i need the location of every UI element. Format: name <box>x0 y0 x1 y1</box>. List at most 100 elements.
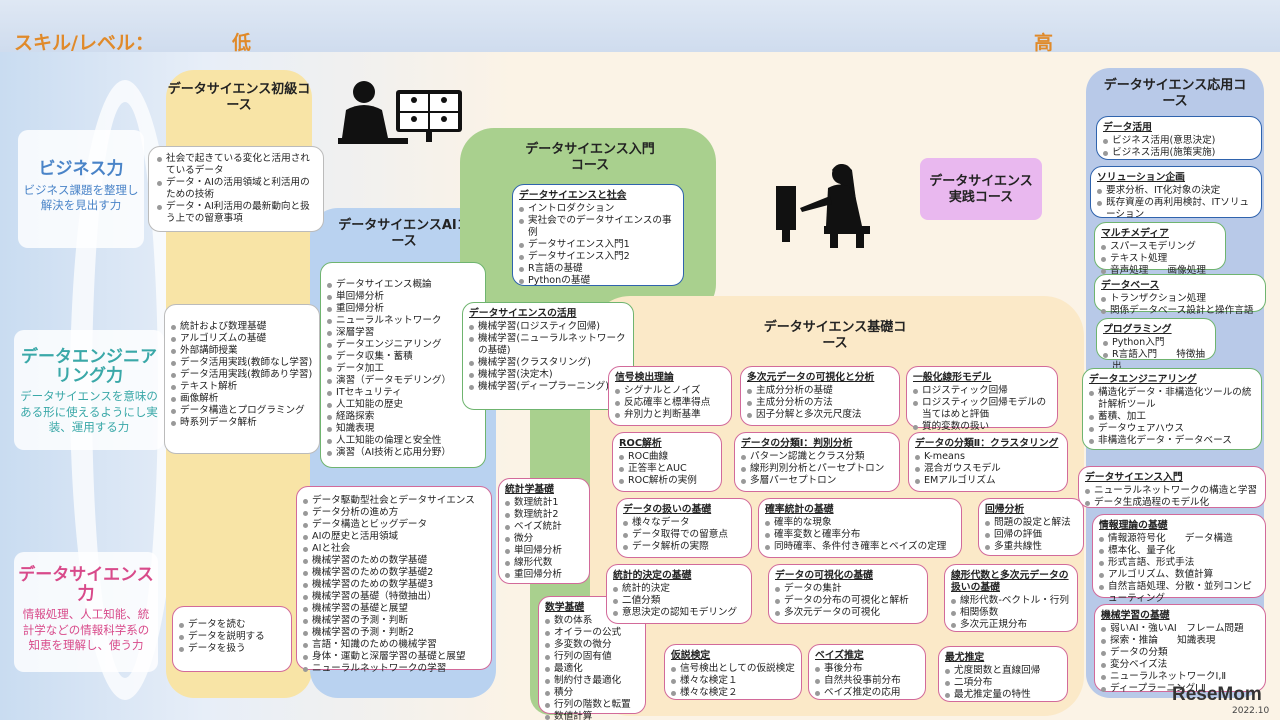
list-item: 探索・推論 知識表現 <box>1101 635 1259 647</box>
list-item: データ生成過程のモデル化 <box>1085 497 1259 509</box>
list-item: 関係データベース設計と操作言語 <box>1101 305 1259 317</box>
list-item: データ・AIの活用領域と利活用のための技術 <box>157 177 317 201</box>
ai-box-datascience: データ駆動型社会とデータサイエンス データ分析の進め方 データ構造とビッグデータ… <box>296 486 492 674</box>
category-desc: データサイエンスを意味のある形に使えるようにし実装、運用する力 <box>20 389 158 435</box>
course-oyo-title: データサイエンス応用コース <box>1103 78 1247 109</box>
list-item: 重回帰分析 <box>327 303 479 315</box>
list-item: 情報源符号化 データ構造 <box>1099 533 1259 545</box>
category-title: ビジネス力 <box>38 159 124 179</box>
list-item: 統計的決定 <box>613 583 745 595</box>
kiso-box: 確率統計の基礎 確率的な現象 確率変数と確率分布 同時確率、条件付き確率とベイズ… <box>758 498 962 558</box>
kiso-box: 回帰分析 問題の設定と解法 回帰の評価 多重共線性 <box>978 498 1084 556</box>
list-item: 回帰の評価 <box>985 529 1077 541</box>
list-item: 時系列データ解析 <box>171 417 313 429</box>
box-heading: 数学基礎 <box>545 602 585 613</box>
list-item: 機械学習(クラスタリング) <box>469 357 627 369</box>
list-item: 音声処理 画像処理 <box>1101 265 1219 277</box>
list-item: パターン認識とクラス分類 <box>741 451 893 463</box>
list-item: データを読む <box>179 619 285 631</box>
list-item: R言語入門 特徴抽出 <box>1103 349 1209 373</box>
list-item: ROC曲線 <box>619 451 715 463</box>
list-item: ニューラルネットワークの構造と学習 <box>1085 485 1259 497</box>
box-heading: 情報理論の基礎 <box>1099 520 1168 531</box>
list-item: 二値分類 <box>613 595 745 607</box>
category-engineering: データエンジニアリング力 データサイエンスを意味のある形に使えるようにし実装、運… <box>14 330 164 450</box>
list-item: ロジスティック回帰モデルの当てはめと評価 <box>913 397 1051 421</box>
course-nyumon-title: データサイエンス入門コース <box>525 142 655 173</box>
list-item: 機械学習の基礎（特徴抽出） <box>303 591 485 603</box>
box-heading: ベイズ推定 <box>815 650 864 661</box>
kiso-box: 仮説検定 信号検出としての仮説検定 様々な検定１ 様々な検定２ <box>664 644 802 700</box>
list-item: 二項分布 <box>945 677 1061 689</box>
level-high-label: 高 <box>1034 32 1054 54</box>
list-item: 数理統計2 <box>505 509 583 521</box>
list-item: 弱いAI・強いAI フレーム問題 <box>1101 623 1259 635</box>
shokyu-box-datascience: データを読む データを説明する データを扱う <box>172 606 292 672</box>
list-item: テキスト処理 <box>1101 253 1219 265</box>
list-item: データ活用実践(教師なし学習) <box>171 357 313 369</box>
box-heading: 線形代数と多次元データの扱いの基礎 <box>951 570 1069 594</box>
list-item: 数の体系 <box>545 615 639 627</box>
list-item: データ取得での留意点 <box>623 529 745 541</box>
list-item: 演習（データモデリング） <box>327 375 479 387</box>
box-heading: 確率統計の基礎 <box>765 504 834 515</box>
list-item: 重回帰分析 <box>505 569 583 581</box>
box-heading: 機械学習の基礎 <box>1101 610 1170 621</box>
list-item: 反応確率と標準得点 <box>615 397 725 409</box>
kiso-box: 最尤推定 尤度関数と直線回帰 二項分布 最尤推定量の特性 <box>938 646 1068 702</box>
list-item: 経路探索 <box>327 411 479 423</box>
list-item: 同時確率、条件付き確率とベイズの定理 <box>765 541 955 553</box>
list-item: ビジネス活用(施策実施) <box>1103 147 1255 159</box>
list-item: データ構造とプログラミング <box>171 405 313 417</box>
list-item: 機械学習(決定木) <box>469 369 627 381</box>
people-at-computer-illustration <box>338 81 462 144</box>
list-item: ニューラルネットワークⅠ,Ⅱ <box>1101 671 1259 683</box>
list-item: ベイズ統計 <box>505 521 583 533</box>
list-item: ニューラルネットワークの学習 <box>303 663 485 675</box>
kiso-box: データの扱いの基礎 様々なデータ データ取得での留意点 データ解析の実際 <box>616 498 752 558</box>
list-item: 混合ガウスモデル <box>915 463 1061 475</box>
oyo-box: データエンジニアリング 構造化データ・非構造化ツールの統計解析ツール 蓄積、加工… <box>1082 368 1262 450</box>
list-item: 自然共役事前分布 <box>815 675 919 687</box>
list-item: データ加工 <box>327 363 479 375</box>
course-ai-title: データサイエンスAIコース <box>338 218 470 249</box>
box-heading: マルチメディア <box>1101 228 1169 239</box>
list-item: 主成分分析の方法 <box>747 397 893 409</box>
list-item: 統計および数理基礎 <box>171 321 313 333</box>
kiso-box: ROC解析 ROC曲線 正答率とAUC ROC解析の実例 <box>612 432 722 492</box>
box-heading: 最尤推定 <box>945 652 985 663</box>
list-item: 線形代数-ベクトル・行列 <box>951 595 1071 607</box>
oyo-box: データ活用 ビジネス活用(意思決定) ビジネス活用(施策実施) <box>1096 116 1262 160</box>
list-item: データ構造とビッグデータ <box>303 519 485 531</box>
nyumon-box-society: データサイエンスと社会 イントロダクション 実社会でのデータサイエンスの事例 デ… <box>512 184 684 286</box>
list-item: Python入門 <box>1103 337 1209 349</box>
list-item: 質的変数の扱い <box>913 421 1051 433</box>
list-item: 演習（AI技術と応用分野） <box>327 447 479 459</box>
category-desc: ビジネス課題を整理し解決を見出す力 <box>23 182 139 213</box>
category-title: データサイエンス力 <box>18 565 154 604</box>
list-item: 社会で起きている変化と活用されているデータ <box>157 153 317 177</box>
kiso-box: データの分類Ⅰ：判別分析 パターン認識とクラス分類 線形判別分析とパーセプトロン… <box>734 432 900 492</box>
list-item: 多次元正規分布 <box>951 619 1071 631</box>
course-jissen-title: データサイエンス実践コース <box>929 174 1033 205</box>
list-item: データ活用実践(教師あり学習) <box>171 369 313 381</box>
nyumon-box-statistics: 統計学基礎 数理統計1 数理統計2 ベイズ統計 微分 単回帰分析 線形代数 重回… <box>498 478 590 584</box>
box-heading: データエンジニアリング <box>1089 374 1197 385</box>
list-item: 機械学習のための数学基礎2 <box>303 567 485 579</box>
kiso-box: 統計的決定の基礎 統計的決定 二値分類 意思決定の認知モデリング <box>606 564 752 624</box>
list-item: 弁別力と判断基準 <box>615 409 725 421</box>
list-item: 最適化 <box>545 663 639 675</box>
course-jissen <box>920 158 1042 220</box>
list-item: 意思決定の認知モデリング <box>613 607 745 619</box>
list-item: 行列の固有値 <box>545 651 639 663</box>
list-item: データサイエンス入門1 <box>519 239 677 251</box>
list-item: イントロダクション <box>519 203 677 215</box>
list-item: ディープラーニングⅠ,Ⅱ <box>1101 683 1259 695</box>
category-business: ビジネス力 ビジネス課題を整理し解決を見出す力 <box>18 130 144 248</box>
list-item: K-means <box>915 451 1061 463</box>
list-item: データの分布の可視化と解析 <box>775 595 921 607</box>
course-kiso-title: データサイエンス基礎コース <box>763 320 907 351</box>
list-item: 形式言語、形式手法 <box>1099 557 1259 569</box>
list-item: 確率的な現象 <box>765 517 955 529</box>
list-item: 蓄積、加工 <box>1089 411 1255 423</box>
